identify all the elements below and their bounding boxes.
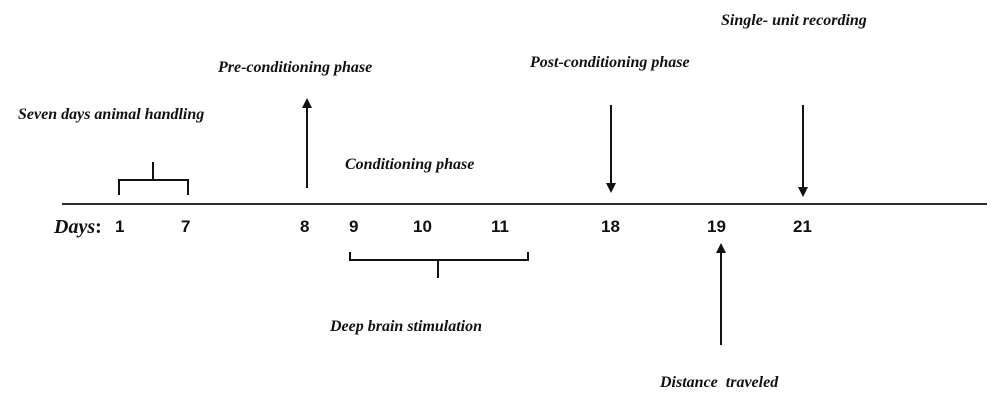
dbs-label: Deep brain stimulation	[330, 318, 483, 335]
handling-label: Seven days animal handling	[18, 106, 205, 123]
day-18: 18	[601, 217, 620, 236]
day-9: 9	[349, 217, 359, 236]
day-1: 1	[115, 217, 125, 236]
pre-conditioning-label: Pre-conditioning phase	[218, 59, 373, 76]
day-8: 8	[300, 217, 310, 236]
distance-label: Distance traveled	[660, 374, 779, 391]
day-7: 7	[181, 217, 191, 236]
dbs-bracket	[349, 252, 529, 278]
conditioning-label: Conditioning phase	[345, 156, 475, 173]
day-10: 10	[413, 217, 432, 236]
days-label: Days:	[54, 216, 102, 238]
handling-bracket	[118, 162, 189, 195]
day-11: 11	[491, 217, 509, 236]
post-conditioning-label: Post-conditioning phase	[530, 54, 690, 71]
day-21: 21	[793, 217, 812, 236]
single-unit-label: Single- unit recording	[721, 12, 867, 29]
day-19: 19	[707, 217, 726, 236]
